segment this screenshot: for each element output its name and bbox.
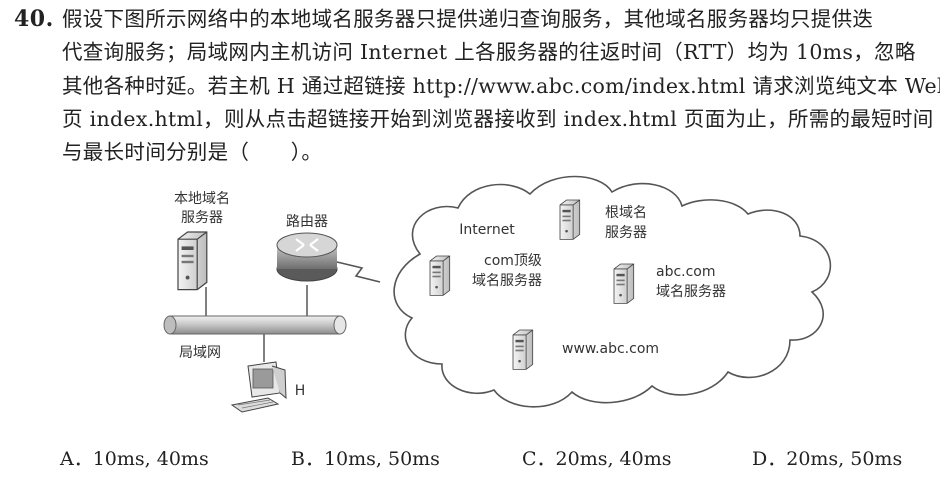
router-label: 路由器: [286, 214, 328, 230]
abc-dns-label-1: abc.com: [656, 264, 716, 280]
question-text-line-1: 假设下图所示网络中的本地域名服务器只提供递归查询服务，其他域名服务器均只提供迭: [62, 7, 874, 31]
www-server-icon: [512, 329, 534, 370]
local-dns-label-1: 本地域名: [174, 191, 230, 207]
root-dns-label-1: 根域名: [605, 205, 647, 221]
local-dns-label-2: 服务器: [181, 210, 223, 226]
lan-pipe: [163, 315, 347, 335]
internet-label: Internet: [459, 222, 515, 238]
local-dns-server-icon: [177, 231, 208, 291]
question-text-line-3: 其他各种时延。若主机 H 通过超链接 http://www.abc.com/in…: [62, 74, 940, 98]
host-label: H: [295, 383, 306, 399]
com-dns-label-1: com顶级: [484, 253, 542, 269]
option-c[interactable]: C．20ms, 40ms: [522, 448, 672, 470]
root-dns-label-2: 服务器: [605, 225, 647, 241]
question-text-line-5: 与最长时间分别是（ ）。: [62, 140, 323, 164]
question-text-line-4: 页 index.html，则从点击超链接开始到浏览器接收到 index.html…: [62, 107, 934, 131]
abc-dns-label-2: 域名服务器: [656, 284, 726, 300]
wan-link-icon: [336, 261, 381, 283]
option-b[interactable]: B．10ms, 50ms: [291, 448, 440, 470]
question-text-line-2: 代查询服务；局域网内主机访问 Internet 上各服务器的往返时间（RTT）均…: [62, 40, 916, 64]
host-computer-icon: [230, 361, 287, 413]
lan-label: 局域网: [179, 345, 221, 361]
internet-cloud: [393, 175, 832, 408]
www-server-label: www.abc.com: [562, 341, 659, 357]
abc-dns-server-icon: [613, 263, 635, 304]
com-dns-label-2: 域名服务器: [472, 273, 542, 289]
option-d[interactable]: D．20ms, 50ms: [752, 448, 903, 470]
router-icon: [276, 232, 338, 282]
option-a[interactable]: A．10ms, 40ms: [60, 448, 209, 470]
root-dns-server-icon: [559, 199, 581, 240]
com-dns-server-icon: [429, 255, 451, 296]
question-number: 40.: [14, 6, 54, 32]
